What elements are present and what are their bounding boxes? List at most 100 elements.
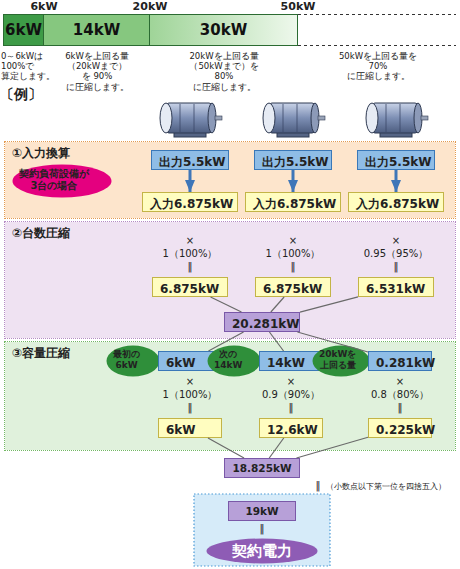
node-label: 0.225kW	[376, 423, 435, 437]
node-label: 次の 14kW	[214, 349, 242, 371]
annotation-text: 0.8（80%）	[371, 389, 429, 401]
result-band	[194, 494, 330, 566]
annotation-text: 1（100%）	[163, 248, 218, 260]
value-box: 0.281kW	[368, 351, 432, 371]
node-label: 19kW	[245, 505, 278, 518]
annotation-text: 6kW	[30, 0, 57, 13]
motor-rib	[386, 104, 387, 132]
node-label: 出力5.5kW	[365, 155, 431, 169]
annotation-text: ‖	[398, 402, 403, 414]
oval-fill	[208, 346, 261, 377]
motor-shaft	[318, 116, 325, 120]
condition-oval: 契約負荷設備が 3台の場合	[12, 164, 112, 198]
total-box: 18.825kW	[224, 458, 300, 478]
annotation-text: 1（100%）	[266, 248, 321, 260]
result-box: 入力6.875kW	[245, 192, 341, 212]
total-box: 19kW	[228, 501, 296, 521]
result-box: 入力6.875kW	[142, 192, 238, 212]
node-label: 最初の 6kW	[113, 349, 140, 371]
annotation-text: ×	[186, 376, 194, 388]
motor-body	[269, 103, 315, 133]
motor-end	[366, 103, 378, 133]
motor-shaft	[215, 116, 222, 120]
result-box: 6kW	[158, 418, 222, 438]
scale-continuation	[298, 45, 456, 46]
result-box: 12.6kW	[259, 418, 323, 438]
node-label: 契約電力	[232, 542, 292, 560]
node-label: 出力5.5kW	[159, 155, 225, 169]
annotation-text: 20kWを上回る量 （50kWまで）を 80%に圧縮します。	[189, 51, 258, 92]
node-label: 出力5.5kW	[262, 155, 328, 169]
scale-segment: 14kW	[44, 14, 150, 46]
node-label: 6.531kW	[366, 282, 425, 296]
node-label: 20.281kW	[232, 317, 300, 331]
merge-line	[208, 332, 243, 351]
node-label: 6kW	[166, 356, 196, 370]
annotation-text: 〔例〕	[0, 86, 42, 103]
annotation-text: ‖	[260, 523, 265, 535]
motor-rib	[194, 104, 195, 132]
motor-rib	[400, 104, 401, 132]
node-label: 14kW	[73, 21, 120, 39]
merge-line	[300, 297, 358, 312]
oval-fill	[313, 346, 370, 377]
scale-continuation	[298, 14, 456, 15]
merge-line	[271, 297, 284, 312]
total-box: 20.281kW	[224, 312, 300, 332]
annotation-text: 50kWを上回る量を 70%に圧縮します。	[339, 51, 417, 82]
node-label: 6kW	[166, 423, 196, 437]
annotation-text: ‖	[289, 402, 294, 414]
merge-line	[269, 332, 283, 351]
oval-fill	[107, 346, 160, 377]
motor-end	[160, 103, 172, 133]
motor-rib	[297, 104, 298, 132]
node-label: 6.875kW	[263, 282, 322, 296]
node-label: 入力6.875kW	[356, 197, 439, 211]
range-oval: 20kWを 上回る量	[312, 345, 370, 377]
scale-segment: 30kW	[150, 14, 298, 46]
node-label: 20kWを 上回る量	[319, 349, 356, 371]
merge-line	[297, 437, 369, 458]
annotation-text: 20kW	[133, 0, 168, 13]
node-label: 入力6.875kW	[253, 197, 336, 211]
merge-line	[269, 438, 284, 458]
node-label: 18.825kW	[232, 462, 291, 475]
band-heading: ①入力換算	[12, 146, 70, 160]
annotation-text: （小数点以下第一位を四捨五入）	[326, 482, 446, 492]
node-label: 0.281kW	[376, 356, 435, 370]
annotation-text: ×	[287, 376, 295, 388]
merge-line	[211, 297, 242, 312]
motor-illustration	[160, 103, 222, 137]
result-box: 入力6.875kW	[348, 192, 444, 212]
range-oval: 最初の 6kW	[106, 345, 160, 377]
result-box: 6.875kW	[152, 277, 228, 297]
annotation-text: 6kWを上回る量 （20kWまで）を 90%に圧縮します。	[65, 51, 129, 92]
oval-fill	[207, 539, 318, 564]
merge-line	[208, 438, 244, 458]
flow-arrow	[395, 170, 398, 192]
annotation-text: ×	[289, 235, 297, 247]
merge-line	[297, 332, 368, 352]
annotation-text: ‖	[291, 261, 296, 273]
result-oval: 契約電力	[206, 538, 318, 564]
step-band: 6.875kW 6.875kW 6.531kW 20.281kW ②台数圧縮	[5, 222, 455, 338]
step-band: 契約負荷設備が 3台の場合 出力5.5kW 出力5.5kW 出力5.5kW 入力6.87…	[5, 142, 455, 218]
node-label: 6.875kW	[160, 282, 219, 296]
value-box: 出力5.5kW	[151, 150, 229, 170]
node-label: 入力6.875kW	[150, 197, 233, 211]
motor-body	[372, 103, 418, 133]
motor-rib	[283, 104, 284, 132]
range-oval: 次の 14kW	[207, 345, 261, 377]
result-box: 0.225kW	[368, 418, 432, 438]
band-heading: ③容量圧縮	[12, 346, 70, 360]
motor-body	[166, 103, 212, 133]
node-label: 12.6kW	[267, 423, 318, 437]
annotation-text: ×	[186, 235, 194, 247]
motor-illustration	[263, 103, 325, 137]
motor-illustration	[366, 103, 428, 137]
annotation-text: 1（100%）	[163, 389, 218, 401]
annotation-text: 0.9（90%）	[262, 389, 320, 401]
annotation-text: 0.95（95%）	[364, 248, 429, 260]
band-heading: ②台数圧縮	[12, 226, 70, 240]
motor-rib	[180, 104, 181, 132]
